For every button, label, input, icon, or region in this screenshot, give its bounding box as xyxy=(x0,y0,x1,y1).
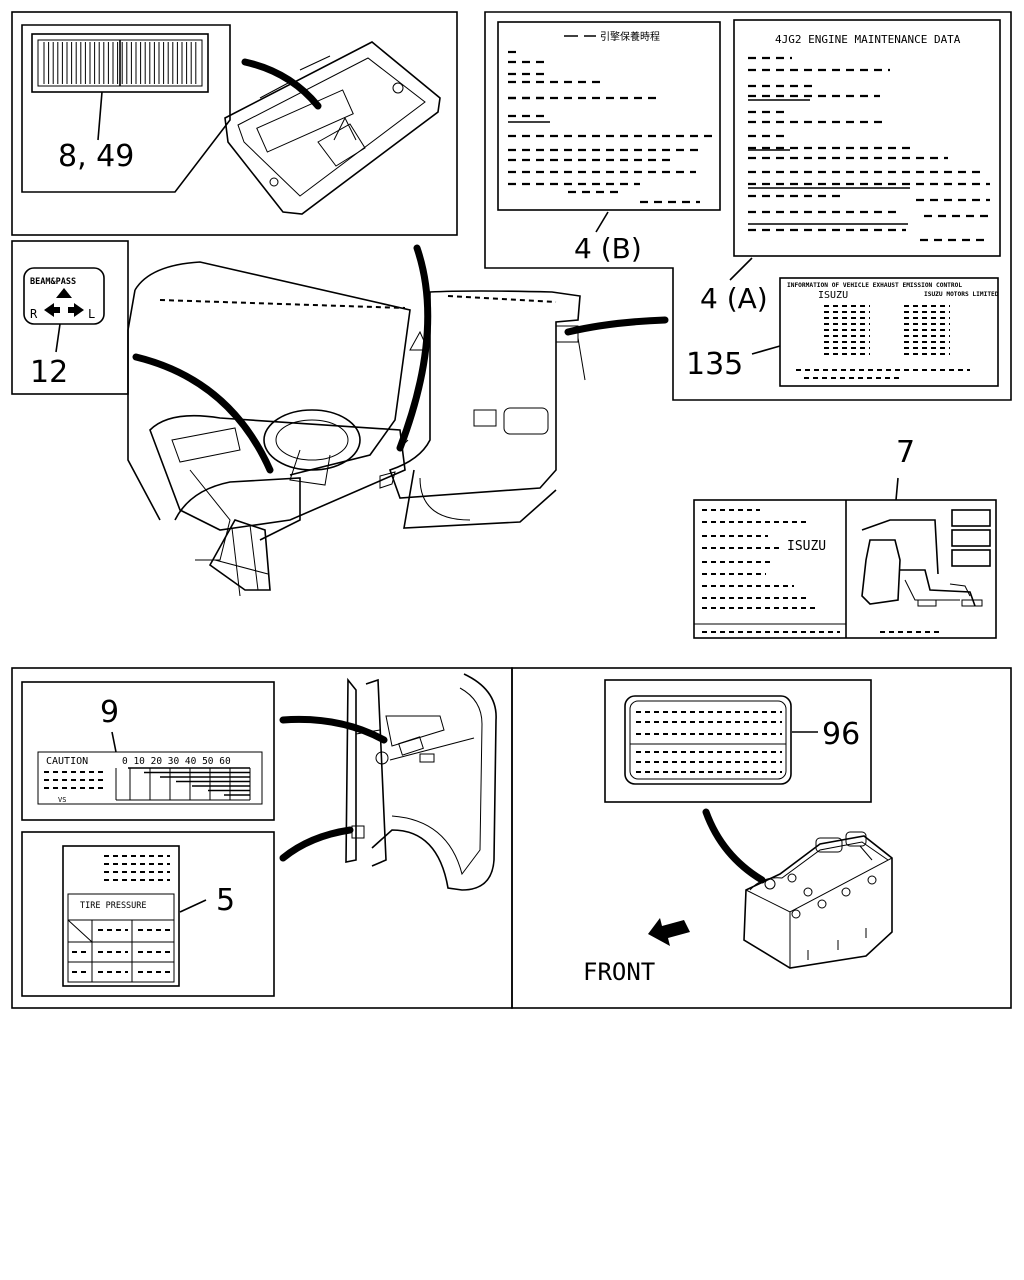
arrow-right-icon xyxy=(68,303,84,317)
label-emission-control: INFORMATION OF VEHICLE EXHAUST EMISSION … xyxy=(779,277,999,387)
tire-label-title: TIRE PRESSURE xyxy=(80,901,147,911)
maintenance-label-title: 4JG2 ENGINE MAINTENANCE DATA xyxy=(775,33,961,46)
callout-vent-grille: 8, 49 xyxy=(58,139,134,174)
callout-beam-switch: 12 xyxy=(30,355,68,390)
vent-grille-icon xyxy=(31,33,209,93)
panel-bottom-right: 96 FRONT xyxy=(511,667,1012,1009)
vacuum-diagram-icon xyxy=(861,509,991,607)
callout-battery-label: 96 xyxy=(822,717,860,752)
panel-vent-grille: 8, 49 xyxy=(11,11,458,236)
emission-label-title: INFORMATION OF VEHICLE EXHAUST EMISSION … xyxy=(787,282,962,289)
jp-label-title: 引擎保養時程 xyxy=(600,30,660,43)
callout-caution-label: 9 xyxy=(100,695,119,730)
callout-jp-label: 4 (B) xyxy=(574,232,642,265)
vacuum-label-brand: ISUZU xyxy=(787,539,826,554)
panel-beam-switch: BEAM&PASS R L 12 xyxy=(11,240,129,395)
caution-label-footer: VS xyxy=(58,796,66,804)
callout-maintenance-label: 4 (A) xyxy=(700,282,768,315)
beam-switch-left: R xyxy=(30,307,38,321)
label-jp-maintenance: 引擎保養時程 xyxy=(497,21,721,211)
arrow-up-icon xyxy=(56,288,72,298)
emission-label-brand: ISUZU xyxy=(818,290,848,301)
panel-labels-top-right: 引擎保養時程 4 (B) 4JG2 ENGINE MAINTENANCE DAT… xyxy=(484,11,1012,401)
front-arrow-icon xyxy=(648,918,690,946)
panel-vacuum-label: ISUZU 7 xyxy=(693,435,997,639)
door-pillar-illustration xyxy=(345,673,497,891)
callout-tire-label: 5 xyxy=(216,883,235,918)
arrow-left-icon xyxy=(44,303,60,317)
label-battery xyxy=(624,695,792,785)
label-maintenance-data: 4JG2 ENGINE MAINTENANCE DATA xyxy=(733,19,1001,257)
emission-label-maker: ISUZU MOTORS LIMITED xyxy=(924,291,999,298)
callout-emission-label: 135 xyxy=(686,347,743,382)
label-tire-pressure: TIRE PRESSURE 5 xyxy=(21,831,275,997)
steering-wheel-icon xyxy=(263,409,361,471)
caution-label-scale: 0 10 20 30 40 50 60 xyxy=(122,756,231,767)
label-caution: CAUTION 0 10 20 30 40 50 60 VS 9 xyxy=(21,681,275,821)
battery-icon xyxy=(743,831,893,969)
panel-bottom-left: CAUTION 0 10 20 30 40 50 60 VS 9 TIRE PR… xyxy=(11,667,513,1009)
caution-label-title: CAUTION xyxy=(46,756,88,767)
cab-interior-illustration xyxy=(127,261,586,597)
beam-switch-title: BEAM&PASS xyxy=(30,277,76,287)
beam-switch-right: L xyxy=(88,307,95,321)
front-direction-label: FRONT xyxy=(583,958,655,986)
callout-vacuum-label: 7 xyxy=(896,435,915,470)
glovebox-lid-icon xyxy=(224,41,441,215)
